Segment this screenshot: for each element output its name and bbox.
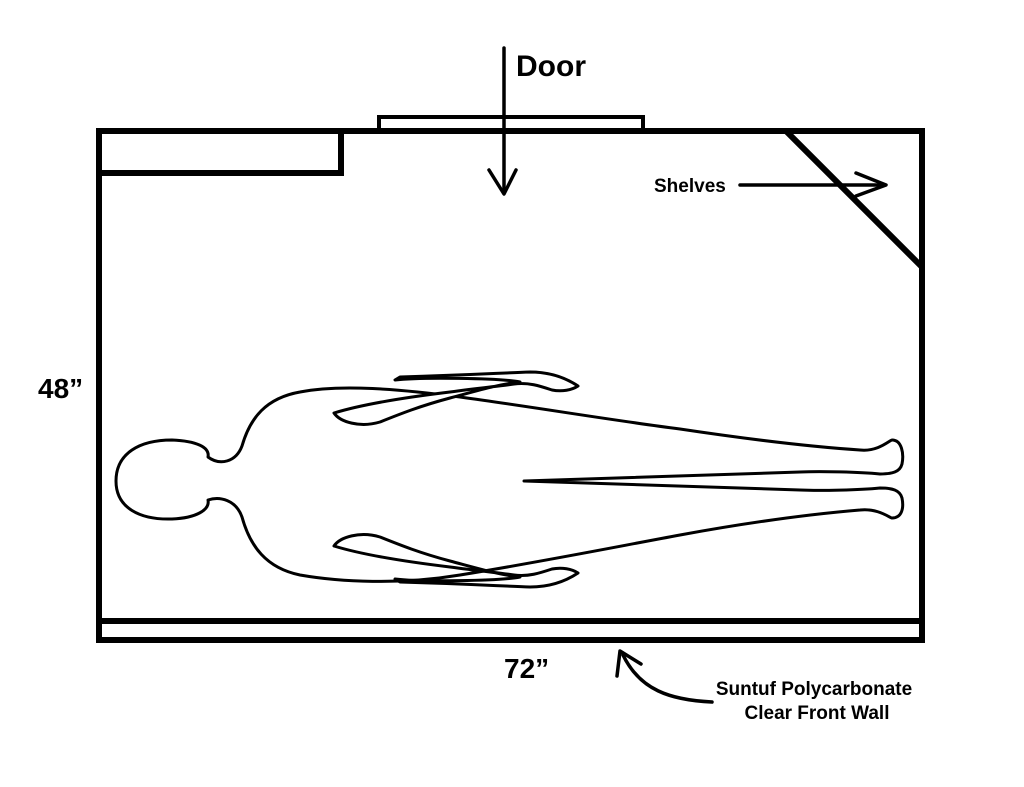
door-frame: [377, 115, 645, 131]
front-wall-arrow: [615, 649, 714, 704]
width-dimension-label: 48”: [38, 373, 83, 404]
human-silhouette: [114, 370, 905, 589]
shelves-label: Shelves: [654, 176, 726, 197]
door-label: Door: [516, 50, 586, 83]
front-wall-label-line1: Suntuf Polycarbonate: [716, 679, 912, 700]
counter-block: [96, 128, 344, 176]
shelves-arrow: [738, 171, 888, 198]
room-outline: [96, 128, 925, 643]
length-dimension-label: 72”: [504, 653, 549, 684]
door-arrow: [487, 46, 518, 196]
front-wall-label-line2: Clear Front Wall: [745, 703, 890, 724]
corner-shelves: [783, 128, 925, 270]
